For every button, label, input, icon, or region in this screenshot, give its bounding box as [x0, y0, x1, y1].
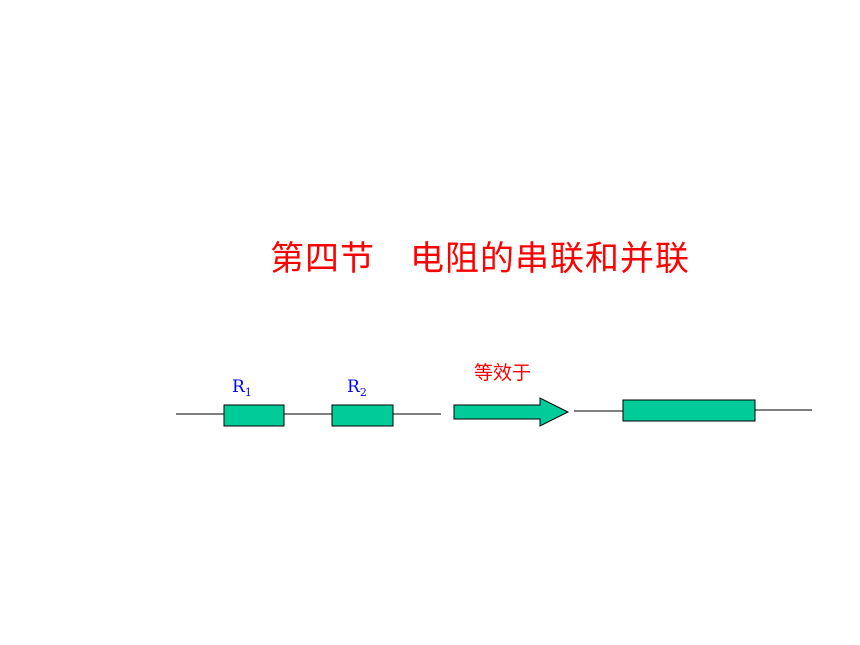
resistor-r1-symbol: R [232, 377, 245, 397]
resistor-r2-subscript: 2 [359, 386, 367, 399]
resistor-r1-label: R1 [232, 377, 252, 403]
equivalence-label: 等效于 [474, 362, 532, 384]
resistor-r1 [223, 404, 285, 427]
resistor-r2 [331, 404, 394, 427]
resistor-r1-subscript: 1 [244, 386, 252, 399]
resistor-r2-label: R2 [347, 377, 367, 403]
resistor-r2-symbol: R [347, 377, 360, 397]
equivalence-arrow-icon [453, 397, 570, 427]
equivalent-resistor [622, 399, 756, 422]
slide-title: 第四节 电阻的串联和并联 [270, 239, 690, 279]
